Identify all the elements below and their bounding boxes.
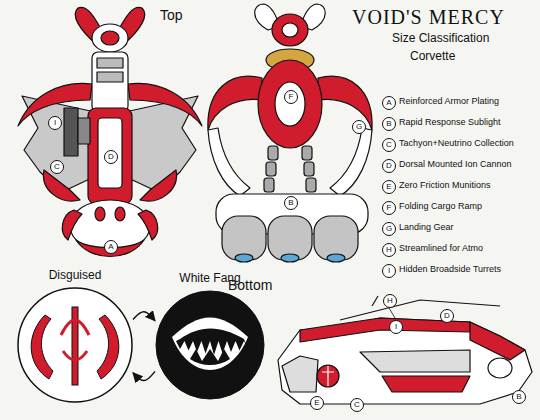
callout-letter: H bbox=[382, 243, 396, 257]
callout-letter: F bbox=[382, 201, 396, 215]
callout-letter: F bbox=[284, 90, 298, 104]
classification-text: Size Classification bbox=[392, 32, 489, 45]
callout-letter: A bbox=[104, 240, 118, 254]
transform-arrow bbox=[133, 371, 155, 380]
callout-letter: B bbox=[284, 196, 298, 210]
part-description: Reinforced Armor Plating bbox=[399, 97, 499, 107]
callout-letter: I bbox=[389, 320, 403, 334]
callout-letter: B bbox=[512, 390, 526, 404]
callout-letter: E bbox=[382, 180, 396, 194]
part-description: Zero Friction Munitions bbox=[399, 181, 491, 191]
callout-letter: E bbox=[310, 396, 324, 410]
callout-letter: D bbox=[382, 159, 396, 173]
callout-letter: G bbox=[352, 120, 366, 134]
callout-letter: C bbox=[50, 160, 64, 174]
callout-letter: I bbox=[382, 264, 396, 278]
callout-letter: I bbox=[48, 116, 62, 130]
callout-letter: B bbox=[382, 117, 396, 131]
part-description: Hidden Broadside Turrets bbox=[399, 265, 501, 275]
callout-letter: G bbox=[382, 222, 396, 236]
view-label: Top bbox=[160, 8, 183, 23]
callout-letter: A bbox=[382, 96, 396, 110]
badge-circle: Disguised bbox=[17, 287, 133, 403]
badge-heading: White Fang bbox=[179, 271, 240, 285]
sheet-title: VOID'S MERCY bbox=[352, 6, 505, 28]
badge-heading: Disguised bbox=[49, 268, 102, 282]
callout-letter: C bbox=[350, 398, 364, 412]
part-description: Folding Cargo Ramp bbox=[399, 202, 482, 212]
part-description: Dorsal Mounted Ion Cannon bbox=[399, 160, 512, 170]
badge-circle: White Fang bbox=[155, 290, 265, 400]
part-description: Streamlined for Atmo bbox=[399, 244, 483, 254]
classification-text: Corvette bbox=[410, 50, 455, 63]
callout-letter: H bbox=[383, 294, 397, 308]
transform-arrow bbox=[133, 312, 155, 321]
callout-letter: C bbox=[382, 138, 396, 152]
part-description: Landing Gear bbox=[399, 223, 454, 233]
part-description: Tachyon+Neutrino Collection bbox=[399, 139, 514, 149]
disguised-emblem bbox=[17, 287, 133, 403]
part-description: Rapid Response Sublight bbox=[399, 118, 501, 128]
callout-letter: D bbox=[104, 150, 118, 164]
callout-letter: D bbox=[440, 309, 454, 323]
fang-emblem bbox=[155, 290, 265, 400]
